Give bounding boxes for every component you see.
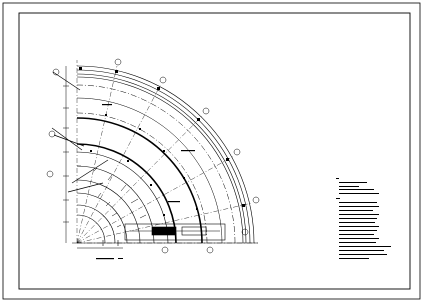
stair-segments	[77, 165, 147, 228]
label-marks	[96, 104, 195, 260]
sheet-border-outer	[2, 2, 421, 300]
left-dimension-column	[63, 66, 69, 243]
outer-ring-walls	[76, 65, 255, 244]
floor-rings	[76, 84, 236, 244]
base-lines	[72, 240, 258, 249]
sheet-border-inner	[18, 12, 411, 290]
general-notes-block	[336, 178, 391, 259]
floor-plan	[46, 58, 260, 254]
entrance-block	[124, 223, 226, 241]
grid-bubbles	[46, 58, 260, 254]
heavy-ring	[76, 117, 203, 244]
column-markers	[79, 67, 245, 216]
leader-lines	[51, 71, 109, 193]
